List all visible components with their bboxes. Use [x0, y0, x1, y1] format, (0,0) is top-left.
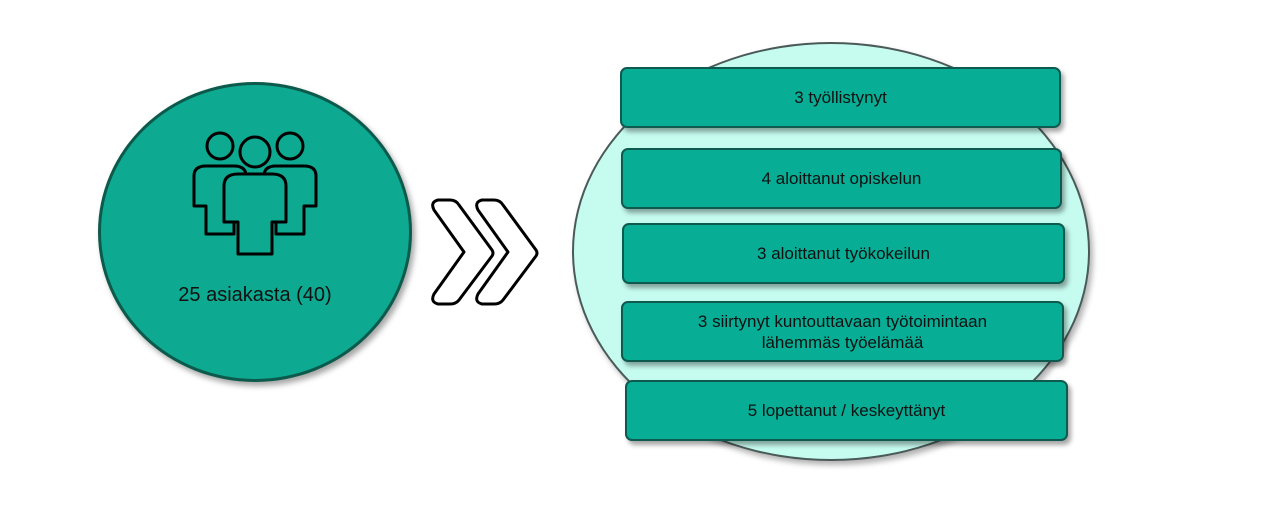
outcome-employed: 3 työllistynyt — [620, 67, 1061, 128]
outcome-discontinued: 5 lopettanut / keskeyttänyt — [625, 380, 1068, 441]
double-chevron-right-icon — [431, 198, 539, 306]
outcome-rehabilitative-work: 3 siirtynyt kuntouttavaan työtoimintaan … — [621, 301, 1064, 362]
outcome-started-studies: 4 aloittanut opiskelun — [621, 148, 1062, 209]
outcome-started-work-trial: 3 aloittanut työkokeilun — [622, 223, 1065, 284]
client-count-label: 25 asiakasta (40) — [178, 284, 332, 306]
people-group-icon — [192, 131, 318, 256]
